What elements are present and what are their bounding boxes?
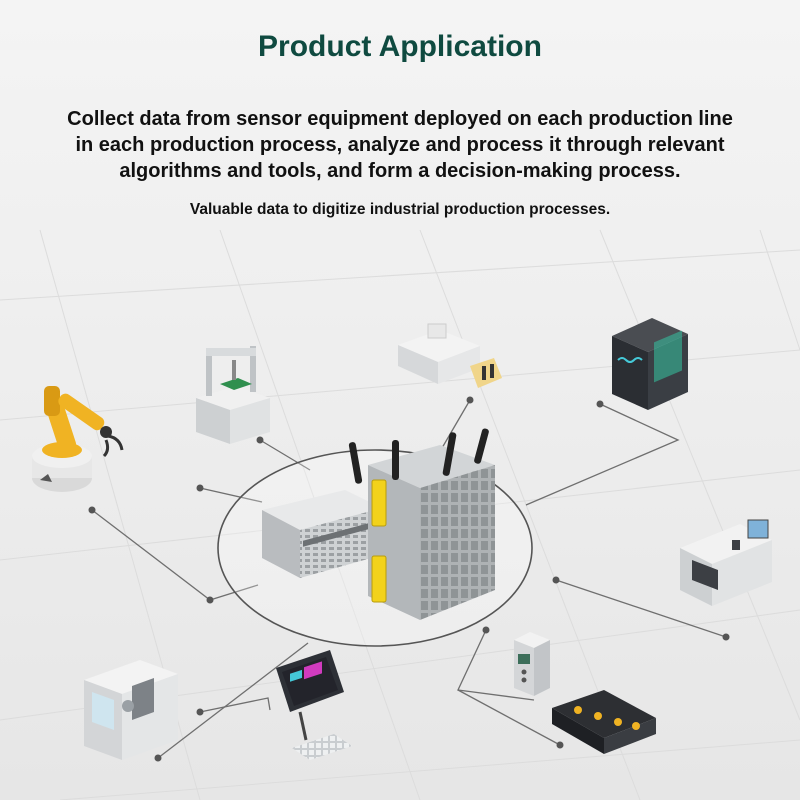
conveyor-belt-icon <box>552 690 656 754</box>
test-chamber-icon <box>196 346 270 444</box>
line-sealing-press <box>441 399 471 449</box>
cnc-machine-icon <box>680 519 772 606</box>
line-industrial-cabinet <box>157 642 309 759</box>
page-title: Product Application <box>258 30 542 63</box>
description-line-2: in each production process, analyze and … <box>75 134 725 156</box>
center-gateway-device-icon <box>262 428 495 620</box>
server-cabinet-icon <box>612 318 688 410</box>
line-hmi <box>199 697 271 713</box>
control-panel-icon <box>514 632 550 696</box>
line-mid-left <box>199 487 263 503</box>
line-conveyor <box>457 689 561 746</box>
robot-arm-icon <box>32 386 124 492</box>
description-line-3: algorithms and tools, and form a decisio… <box>119 160 681 182</box>
sealing-press-icon <box>398 323 502 388</box>
hmi-terminal-icon <box>276 650 352 760</box>
description-text: Collect data from sensor equipment deplo… <box>30 106 770 184</box>
line-test-chamber <box>259 439 311 471</box>
line-server-cabinet <box>525 403 680 506</box>
connection-dots <box>88 396 730 762</box>
industrial-cabinet-icon <box>84 660 178 760</box>
subtitle-text: Valuable data to digitize industrial pro… <box>189 201 611 218</box>
line-cnc <box>555 579 727 638</box>
description-line-1: Collect data from sensor equipment deplo… <box>67 108 733 130</box>
